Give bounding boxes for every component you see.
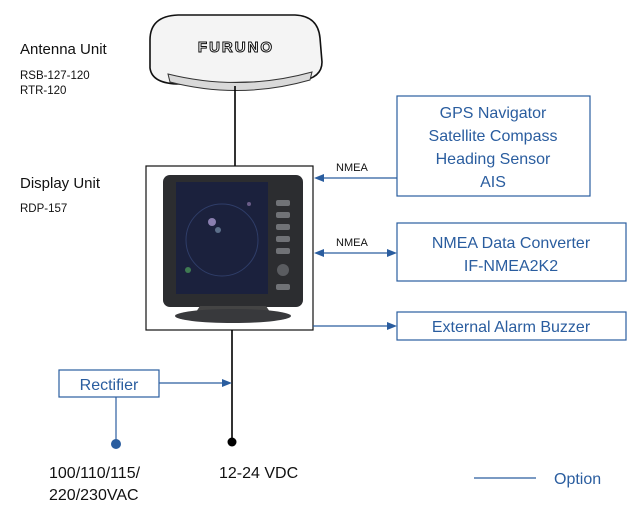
- nmea-label-1: NMEA: [336, 162, 368, 174]
- display-unit: [145, 165, 314, 331]
- alarm-output-arrowhead: [387, 322, 397, 330]
- alarm-buzzer-box: [396, 311, 627, 341]
- display-screen: [176, 182, 268, 294]
- dc-power-terminal: [227, 437, 237, 447]
- gps-option-box: [396, 95, 591, 197]
- dc-voltage-label: 12-24 VDC: [219, 465, 298, 482]
- antenna-model-2: RTR-120: [20, 85, 66, 97]
- display-stand-base: [175, 309, 291, 323]
- antenna-unit: FURUNO: [149, 14, 323, 91]
- ais-label: AIS: [480, 174, 506, 191]
- ac-voltage-label-line-2: 220/230VAC: [49, 487, 139, 504]
- radar-echo-3: [185, 267, 191, 273]
- rectifier-label: Rectifier: [80, 377, 139, 394]
- display-unit-title: Display Unit: [20, 175, 101, 192]
- satellite-compass-label: Satellite Compass: [429, 128, 558, 145]
- nmea-input-arrowhead: [314, 174, 324, 182]
- gps-navigator-label: GPS Navigator: [440, 105, 547, 122]
- alarm-buzzer-label: External Alarm Buzzer: [432, 319, 591, 336]
- radar-echo-1: [208, 218, 216, 226]
- antenna-unit-title: Antenna Unit: [20, 41, 108, 58]
- radar-echo-2: [215, 227, 221, 233]
- nmea-converter-box: [396, 222, 627, 282]
- rectifier-box: [58, 369, 160, 398]
- nmea-converter-model: IF-NMEA2K2: [464, 258, 558, 275]
- legend-option-label: Option: [554, 471, 601, 488]
- display-unit-model: RDP-157: [20, 203, 67, 215]
- radar-sweep: [185, 203, 259, 277]
- antenna-brand-logo: FURUNO: [198, 39, 274, 56]
- ac-power-terminal: [111, 439, 121, 449]
- heading-sensor-label: Heading Sensor: [436, 151, 551, 168]
- nmea-converter-label: NMEA Data Converter: [432, 235, 591, 252]
- antenna-base: [167, 71, 313, 91]
- display-keypad: [276, 200, 290, 290]
- nmea-label-2: NMEA: [336, 237, 368, 249]
- nmea-bidirectional-left-head: [314, 249, 324, 257]
- antenna-radome: [149, 14, 323, 85]
- antenna-model-1: RSB-127-120: [20, 70, 90, 82]
- nmea-bidirectional-right-head: [387, 249, 397, 257]
- ac-voltage-label-line-1: 100/110/115/: [49, 465, 141, 482]
- radar-echo-4: [247, 202, 251, 206]
- rectifier-output-arrowhead: [222, 379, 232, 387]
